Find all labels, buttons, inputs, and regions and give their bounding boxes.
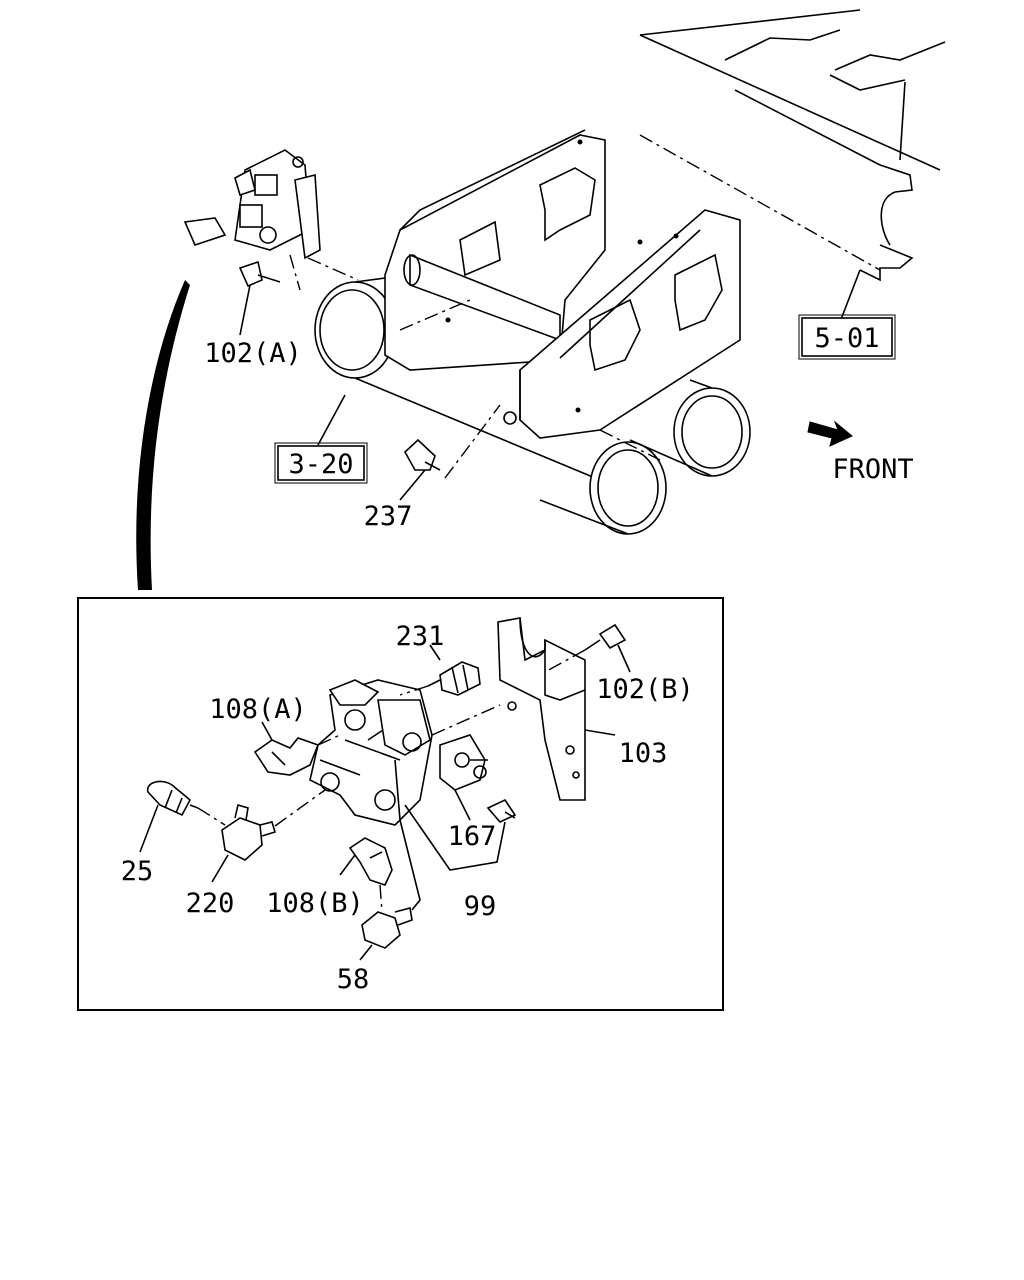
detail-frame xyxy=(77,597,724,1011)
callout-25: 25 xyxy=(121,856,154,887)
elbow-58[interactable] xyxy=(359,819,421,961)
ref-box-3-20[interactable]: 3-20 xyxy=(274,394,368,484)
detail-connector-arc xyxy=(136,280,190,590)
callout-167: 167 xyxy=(448,821,497,852)
air-tank-assembly xyxy=(314,129,751,535)
front-arrow-icon xyxy=(807,420,853,447)
tee-fitting-220[interactable] xyxy=(197,789,326,883)
ref-box-5-01[interactable]: 5-01 xyxy=(798,269,896,360)
front-indicator: FRONT xyxy=(807,420,914,485)
ref-label-3-20: 3-20 xyxy=(288,449,353,480)
callout-237: 237 xyxy=(364,501,413,532)
drain-valve-237[interactable] xyxy=(399,404,517,501)
callout-108b: 108(B) xyxy=(266,888,364,919)
elbow-108a[interactable] xyxy=(253,721,341,776)
valve-body-99[interactable] xyxy=(309,679,433,826)
callout-108a: 108(A) xyxy=(209,694,307,725)
bolt-102a[interactable] xyxy=(238,257,359,336)
callout-99: 99 xyxy=(464,891,497,922)
front-label: FRONT xyxy=(832,454,913,485)
callout-231: 231 xyxy=(396,621,445,652)
frame-rail xyxy=(639,9,946,282)
callout-58: 58 xyxy=(337,964,370,995)
valve-assembly-mini[interactable] xyxy=(183,149,321,291)
ref-label-5-01: 5-01 xyxy=(814,323,879,354)
callout-103: 103 xyxy=(619,738,668,769)
sensor-25[interactable] xyxy=(139,780,199,853)
callout-102b: 102(B) xyxy=(596,674,694,705)
leader-167 xyxy=(454,789,471,821)
valve-to-bracket-line xyxy=(431,704,501,736)
elbow-108b[interactable] xyxy=(339,837,393,913)
mounting-bracket-103[interactable] xyxy=(497,617,616,801)
callout-102a: 102(A) xyxy=(204,338,302,369)
callout-220: 220 xyxy=(186,888,235,919)
fitting-to-valve-line xyxy=(399,685,429,696)
bracket-167[interactable] xyxy=(439,734,488,791)
screw-167[interactable] xyxy=(486,798,517,823)
bolt-102b[interactable] xyxy=(544,623,631,673)
leader-99 xyxy=(404,804,506,871)
fitting-231[interactable] xyxy=(427,644,481,696)
